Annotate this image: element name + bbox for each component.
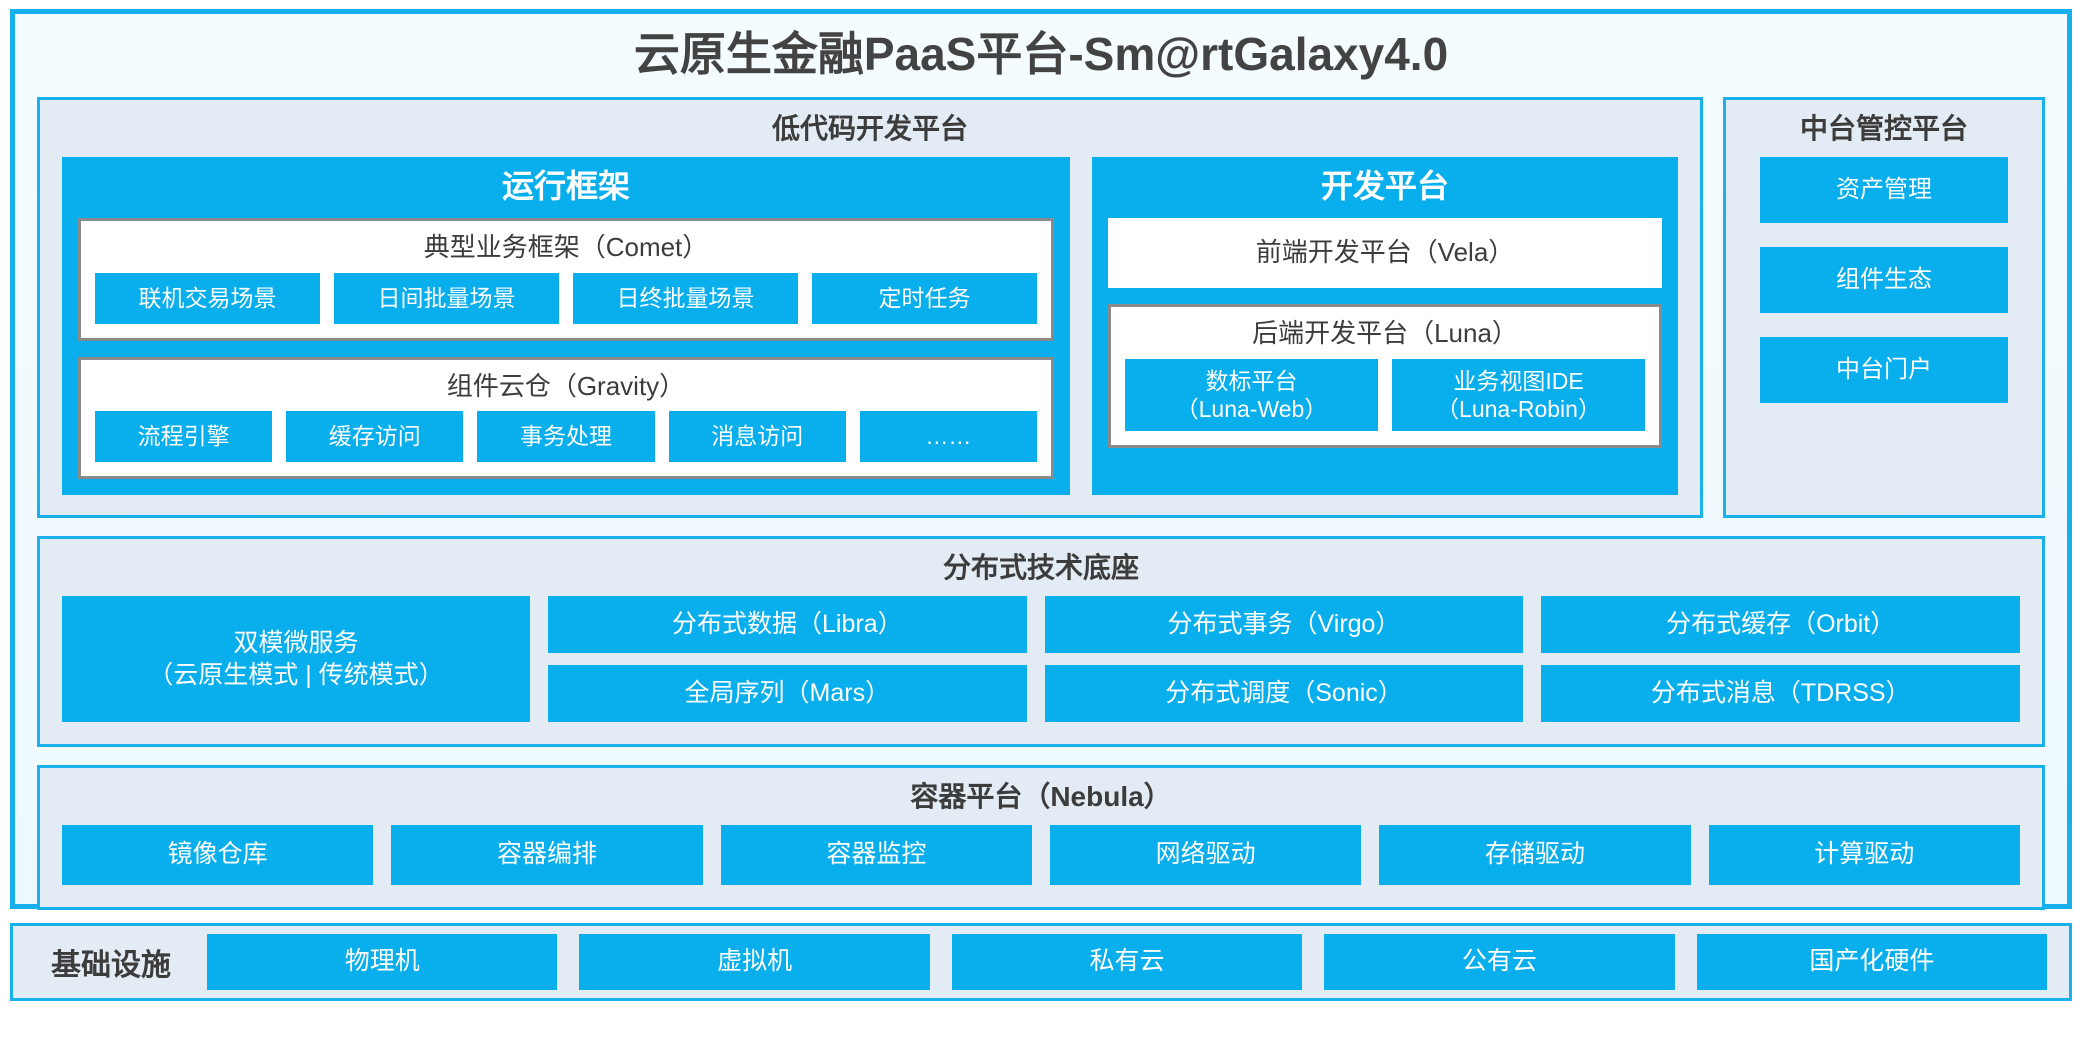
infra-item-physical-machine[interactable]: 物理机: [207, 934, 558, 990]
comet-chip-row: 联机交易场景 日间批量场景 日终批量场景 定时任务: [95, 272, 1037, 324]
dual-mode-microservice-modes: （云原生模式 | 传统模式）: [148, 661, 444, 690]
midplatform-control-panel: 中台管控平台 资产管理 组件生态 中台门户: [1723, 96, 2045, 519]
lowcode-platform-body: 运行框架 典型业务框架（Comet） 联机交易场景 日间批量场景 日终批量场景 …: [40, 156, 1700, 515]
infrastructure-panel: 基础设施 物理机 虚拟机 私有云 公有云 国产化硬件: [10, 923, 2072, 1001]
gravity-chip-row: 流程引擎 缓存访问 事务处理 消息访问 ……: [95, 411, 1038, 463]
distributed-tech-base-title: 分布式技术底座: [942, 552, 1139, 584]
luna-chip-row: 数标平台 （Luna-Web） 业务视图IDE （Luna-Robin）: [1125, 358, 1645, 431]
luna-web-name: 数标平台: [1205, 367, 1298, 394]
development-platform-card: 开发平台 前端开发平台（Vela） 后端开发平台（Luna） 数标平台 （Lun…: [1092, 156, 1678, 496]
runtime-framework-title: 运行框架: [501, 167, 630, 204]
infrastructure-label: 基础设施: [51, 949, 171, 982]
midplatform-item-asset-management[interactable]: 资产管理: [1760, 156, 2008, 223]
comet-item-eod-batch[interactable]: 日终批量场景: [573, 272, 798, 324]
development-platform-title: 开发平台: [1320, 167, 1449, 204]
tech-item-mars[interactable]: 全局序列（Mars）: [548, 665, 1027, 723]
tech-column-2: 分布式事务（Virgo） 分布式调度（Sonic）: [1044, 595, 1524, 723]
luna-item-luna-robin[interactable]: 业务视图IDE （Luna-Robin）: [1392, 358, 1645, 431]
midplatform-item-portal[interactable]: 中台门户: [1760, 336, 2008, 403]
top-row: 低代码开发平台 运行框架 典型业务框架（Comet） 联机交易场景 日间批量场景…: [37, 96, 2045, 519]
gravity-item-message-access[interactable]: 消息访问: [668, 411, 846, 463]
container-item-compute-driver[interactable]: 计算驱动: [1708, 825, 2020, 885]
container-platform-panel: 容器平台（Nebula） 镜像仓库 容器编排 容器监控 网络驱动 存储驱动 计算…: [37, 765, 2045, 910]
infra-item-domestic-hardware[interactable]: 国产化硬件: [1696, 934, 2048, 990]
gravity-title: 组件云仓（Gravity）: [446, 370, 686, 401]
container-item-network-driver[interactable]: 网络驱动: [1049, 825, 1362, 885]
luna-box: 后端开发平台（Luna） 数标平台 （Luna-Web） 业务视图IDE （Lu…: [1108, 303, 1662, 448]
luna-robin-code: （Luna-Robin）: [1436, 395, 1601, 422]
midplatform-title: 中台管控平台: [1799, 112, 1968, 144]
midplatform-stack: 资产管理 组件生态 中台门户: [1726, 156, 2042, 403]
gravity-item-transaction-processing[interactable]: 事务处理: [477, 411, 655, 463]
tech-item-sonic[interactable]: 分布式调度（Sonic）: [1044, 665, 1524, 723]
lowcode-platform-title: 低代码开发平台: [771, 112, 968, 144]
comet-title: 典型业务框架（Comet）: [423, 231, 709, 262]
distributed-tech-base-panel: 分布式技术底座 双模微服务 （云原生模式 | 传统模式） 分布式数据（Libra…: [37, 536, 2045, 748]
lowcode-platform-panel: 低代码开发平台 运行框架 典型业务框架（Comet） 联机交易场景 日间批量场景…: [37, 96, 1703, 519]
tech-column-3: 分布式缓存（Orbit） 分布式消息（TDRSS）: [1541, 595, 2021, 723]
distributed-tech-base-body: 双模微服务 （云原生模式 | 传统模式） 分布式数据（Libra） 全局序列（M…: [40, 595, 2042, 745]
container-item-storage-driver[interactable]: 存储驱动: [1379, 825, 1691, 885]
runtime-framework-card: 运行框架 典型业务框架（Comet） 联机交易场景 日间批量场景 日终批量场景 …: [62, 156, 1070, 496]
comet-item-intraday-batch[interactable]: 日间批量场景: [334, 272, 559, 324]
luna-robin-name: 业务视图IDE: [1453, 367, 1584, 394]
platform-outer-frame: 云原生金融PaaS平台-Sm@rtGalaxy4.0 低代码开发平台 运行框架 …: [10, 9, 2072, 910]
dual-mode-microservice-chip[interactable]: 双模微服务 （云原生模式 | 传统模式）: [62, 595, 530, 723]
midplatform-item-component-ecosystem[interactable]: 组件生态: [1760, 246, 2008, 313]
container-item-orchestration[interactable]: 容器编排: [391, 825, 703, 885]
tech-item-libra[interactable]: 分布式数据（Libra）: [548, 595, 1027, 654]
container-item-image-registry[interactable]: 镜像仓库: [62, 825, 374, 885]
infra-item-private-cloud[interactable]: 私有云: [951, 934, 1303, 990]
infra-item-public-cloud[interactable]: 公有云: [1324, 934, 1675, 990]
gravity-item-cache-access[interactable]: 缓存访问: [286, 411, 464, 463]
tech-item-orbit[interactable]: 分布式缓存（Orbit）: [1541, 595, 2021, 654]
luna-web-code: （Luna-Web）: [1175, 395, 1328, 422]
tech-column-1: 分布式数据（Libra） 全局序列（Mars）: [548, 595, 1027, 723]
container-platform-body: 镜像仓库 容器编排 容器监控 网络驱动 存储驱动 计算驱动: [40, 825, 2042, 906]
dual-mode-microservice-name: 双模微服务: [233, 628, 359, 657]
infra-item-virtual-machine[interactable]: 虚拟机: [579, 934, 930, 990]
comet-item-scheduled-task[interactable]: 定时任务: [812, 272, 1037, 324]
vela-frontend-platform[interactable]: 前端开发平台（Vela）: [1108, 217, 1662, 288]
dual-mode-microservice-column: 双模微服务 （云原生模式 | 传统模式）: [62, 595, 530, 723]
gravity-item-more[interactable]: ……: [859, 411, 1038, 463]
luna-title: 后端开发平台（Luna）: [1252, 317, 1518, 348]
gravity-box: 组件云仓（Gravity） 流程引擎 缓存访问 事务处理 消息访问 ……: [78, 356, 1054, 480]
tech-item-virgo[interactable]: 分布式事务（Virgo）: [1044, 595, 1524, 654]
container-item-monitoring[interactable]: 容器监控: [720, 825, 1032, 885]
luna-item-luna-web[interactable]: 数标平台 （Luna-Web）: [1125, 358, 1378, 431]
page-title: 云原生金融PaaS平台-Sm@rtGalaxy4.0: [633, 28, 1449, 80]
container-platform-title: 容器平台（Nebula）: [910, 781, 1172, 813]
tech-item-tdrss[interactable]: 分布式消息（TDRSS）: [1541, 665, 2021, 723]
comet-box: 典型业务框架（Comet） 联机交易场景 日间批量场景 日终批量场景 定时任务: [78, 217, 1054, 341]
comet-item-online-transaction[interactable]: 联机交易场景: [95, 272, 320, 324]
gravity-item-process-engine[interactable]: 流程引擎: [95, 411, 273, 463]
